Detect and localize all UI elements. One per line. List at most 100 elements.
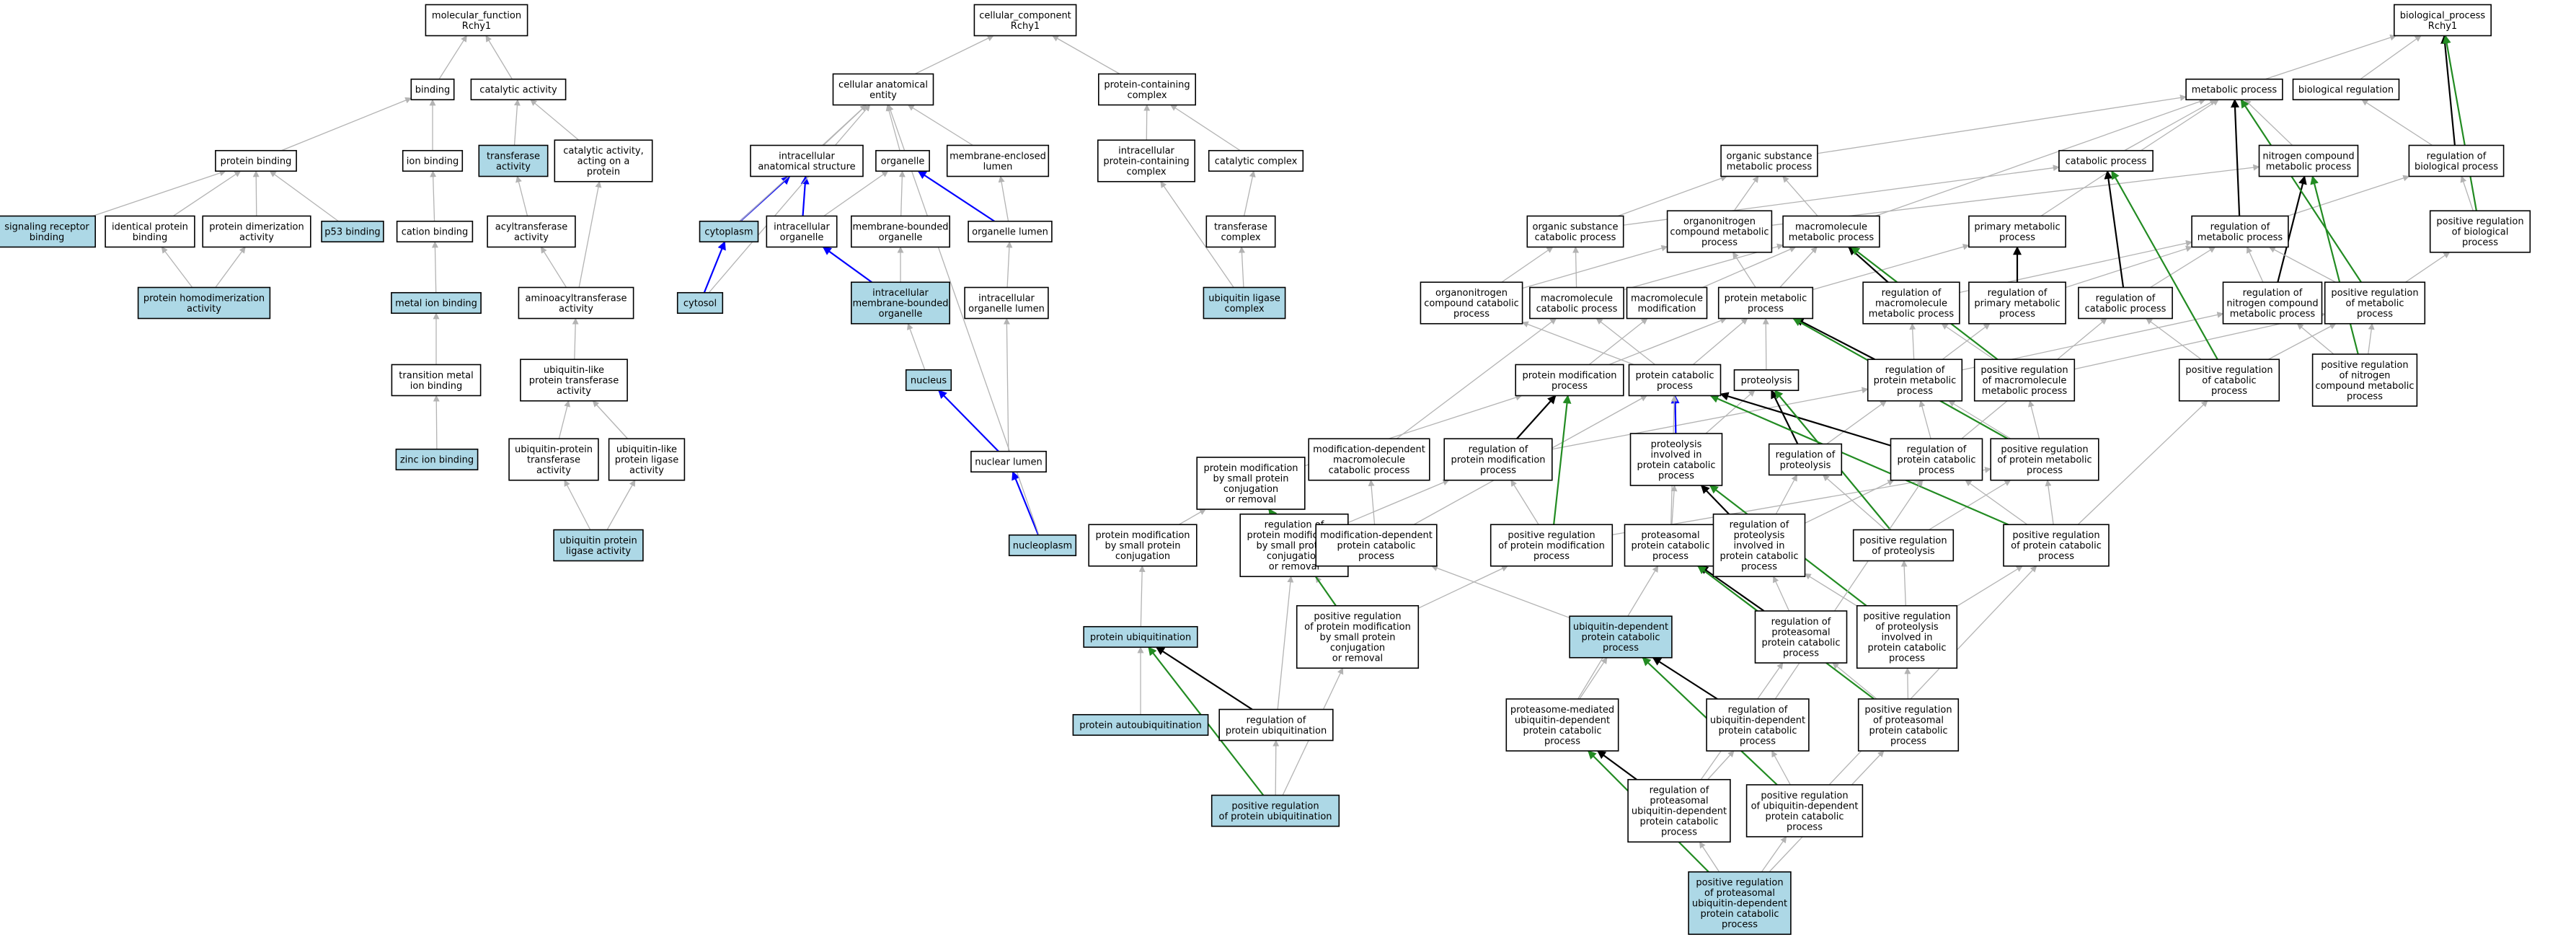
term-node-autoubiq[interactable]: protein autoubiquitination: [1072, 713, 1209, 736]
term-node-orglumen[interactable]: organelle lumen: [968, 220, 1053, 243]
term-node-cytosol[interactable]: cytosol: [676, 291, 724, 314]
term-node-proteolysis[interactable]: proteolysis: [1733, 369, 1800, 392]
term-node-ionbind[interactable]: ion binding: [402, 149, 464, 172]
term-node-nuclumen[interactable]: nuclear lumen: [970, 450, 1047, 473]
term-node-bioreg[interactable]: biological regulation: [2292, 78, 2400, 101]
term-node-bind[interactable]: binding: [410, 78, 455, 101]
term-node-protubiq[interactable]: protein ubiquitination: [1083, 625, 1198, 648]
term-node-catab[interactable]: catabolic process: [2058, 149, 2154, 172]
term-node-cation[interactable]: cation binding: [396, 220, 474, 243]
term-node-cytoplasm[interactable]: cytoplasm: [699, 220, 759, 243]
term-node-organelle[interactable]: organelle: [875, 149, 930, 172]
term-node-cat[interactable]: catalytic activity: [470, 78, 567, 101]
term-node-nucleus[interactable]: nucleus: [905, 369, 952, 392]
term-node-protbind[interactable]: protein binding: [215, 149, 297, 172]
term-node-metab[interactable]: metabolic process: [2185, 78, 2283, 101]
term-node-catcomplex[interactable]: catalytic complex: [1208, 149, 1304, 172]
term-node-metalion[interactable]: metal ion binding: [391, 291, 482, 314]
term-node-zinc[interactable]: zinc ion binding: [395, 448, 479, 471]
term-node-p53[interactable]: p53 binding: [321, 220, 384, 243]
term-node-nucleoplasm[interactable]: nucleoplasm: [1008, 534, 1077, 557]
term-box: [215, 149, 297, 172]
